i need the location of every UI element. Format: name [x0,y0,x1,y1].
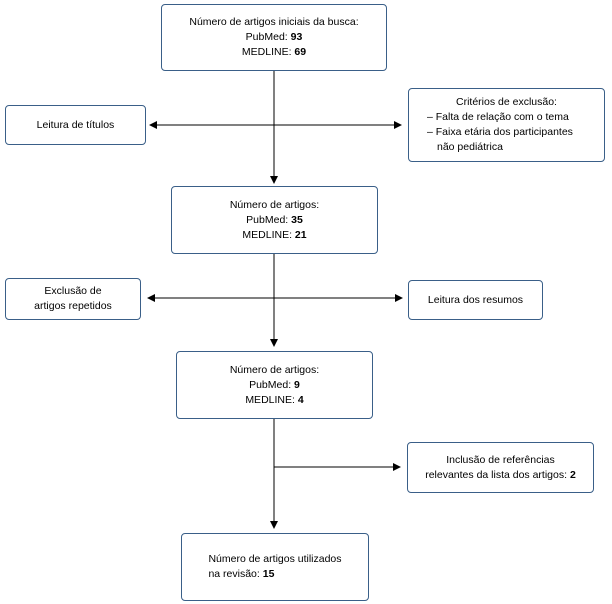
initial-search-title: Número de artigos iniciais da busca: [189,16,359,28]
box-duplicate-exclusion: Exclusão de artigos repetidos [5,278,141,320]
after-titles-pubmed-label: PubMed: [246,213,289,226]
initial-medline-line: MEDLINE: 69 [242,45,306,60]
box-exclusion-criteria: Critérios de exclusão: – Falta de relaçã… [408,88,605,162]
initial-pubmed-value: 93 [290,31,303,43]
box-abstract-reading: Leitura dos resumos [408,280,543,320]
after-abstracts-pubmed-label: PubMed: [249,378,292,391]
box-after-titles: Número de artigos: PubMed: 35 MEDLINE: 2… [171,186,378,254]
final-line2-text: na revisão: [208,568,260,580]
references-line2: relevantes da lista dos artigos: 2 [425,468,576,483]
final-line2: na revisão: 15 [208,567,341,582]
box-final-count: Número de artigos utilizados na revisão:… [181,533,369,601]
after-abstracts-medline-line: MEDLINE: 4 [245,393,303,408]
after-titles-pubmed-line: PubMed: 35 [246,213,303,228]
after-abstracts-medline-label: MEDLINE: [245,393,295,406]
duplicates-line2: artigos repetidos [34,300,112,312]
exclusion-item-age: – Faixa etária dos participantes [427,126,573,138]
final-count: 15 [262,568,275,580]
box-after-abstracts: Número de artigos: PubMed: 9 MEDLINE: 4 [176,351,373,419]
box-reference-inclusion: Inclusão de referências relevantes da li… [407,442,594,493]
title-reading-label: Leitura de títulos [36,118,115,131]
initial-medline-label: MEDLINE: [241,46,292,58]
after-titles-medline-line: MEDLINE: 21 [242,228,306,243]
references-count: 2 [569,468,576,481]
after-titles-medline-label: MEDLINE: [242,228,292,241]
exclusion-item-topic: – Falta de relação com o tema [427,111,569,123]
references-line2-text: relevantes da lista dos artigos: [425,468,568,481]
initial-pubmed-label: PubMed: [245,31,288,43]
duplicates-line1: Exclusão de [44,285,102,297]
box-initial-search: Número de artigos iniciais da busca: Pub… [161,4,387,71]
exclusion-criteria-title: Critérios de exclusão: [456,96,557,108]
initial-medline-value: 69 [294,46,307,58]
initial-pubmed-line: PubMed: 93 [246,30,303,45]
exclusion-item-age-cont: não pediátrica [437,141,503,153]
final-line1: Número de artigos utilizados [208,553,342,565]
after-abstracts-pubmed-line: PubMed: 9 [249,378,300,393]
after-titles-title: Número de artigos: [229,198,320,211]
abstract-reading-label: Leitura dos resumos [427,293,524,306]
after-titles-medline-value: 21 [294,228,307,241]
references-line1: Inclusão de referências [446,453,555,466]
after-titles-pubmed-value: 35 [291,213,303,226]
after-abstracts-pubmed-value: 9 [294,378,300,391]
box-title-reading: Leitura de títulos [5,105,146,145]
after-abstracts-medline-value: 4 [297,393,304,406]
after-abstracts-title: Número de artigos: [229,363,320,376]
